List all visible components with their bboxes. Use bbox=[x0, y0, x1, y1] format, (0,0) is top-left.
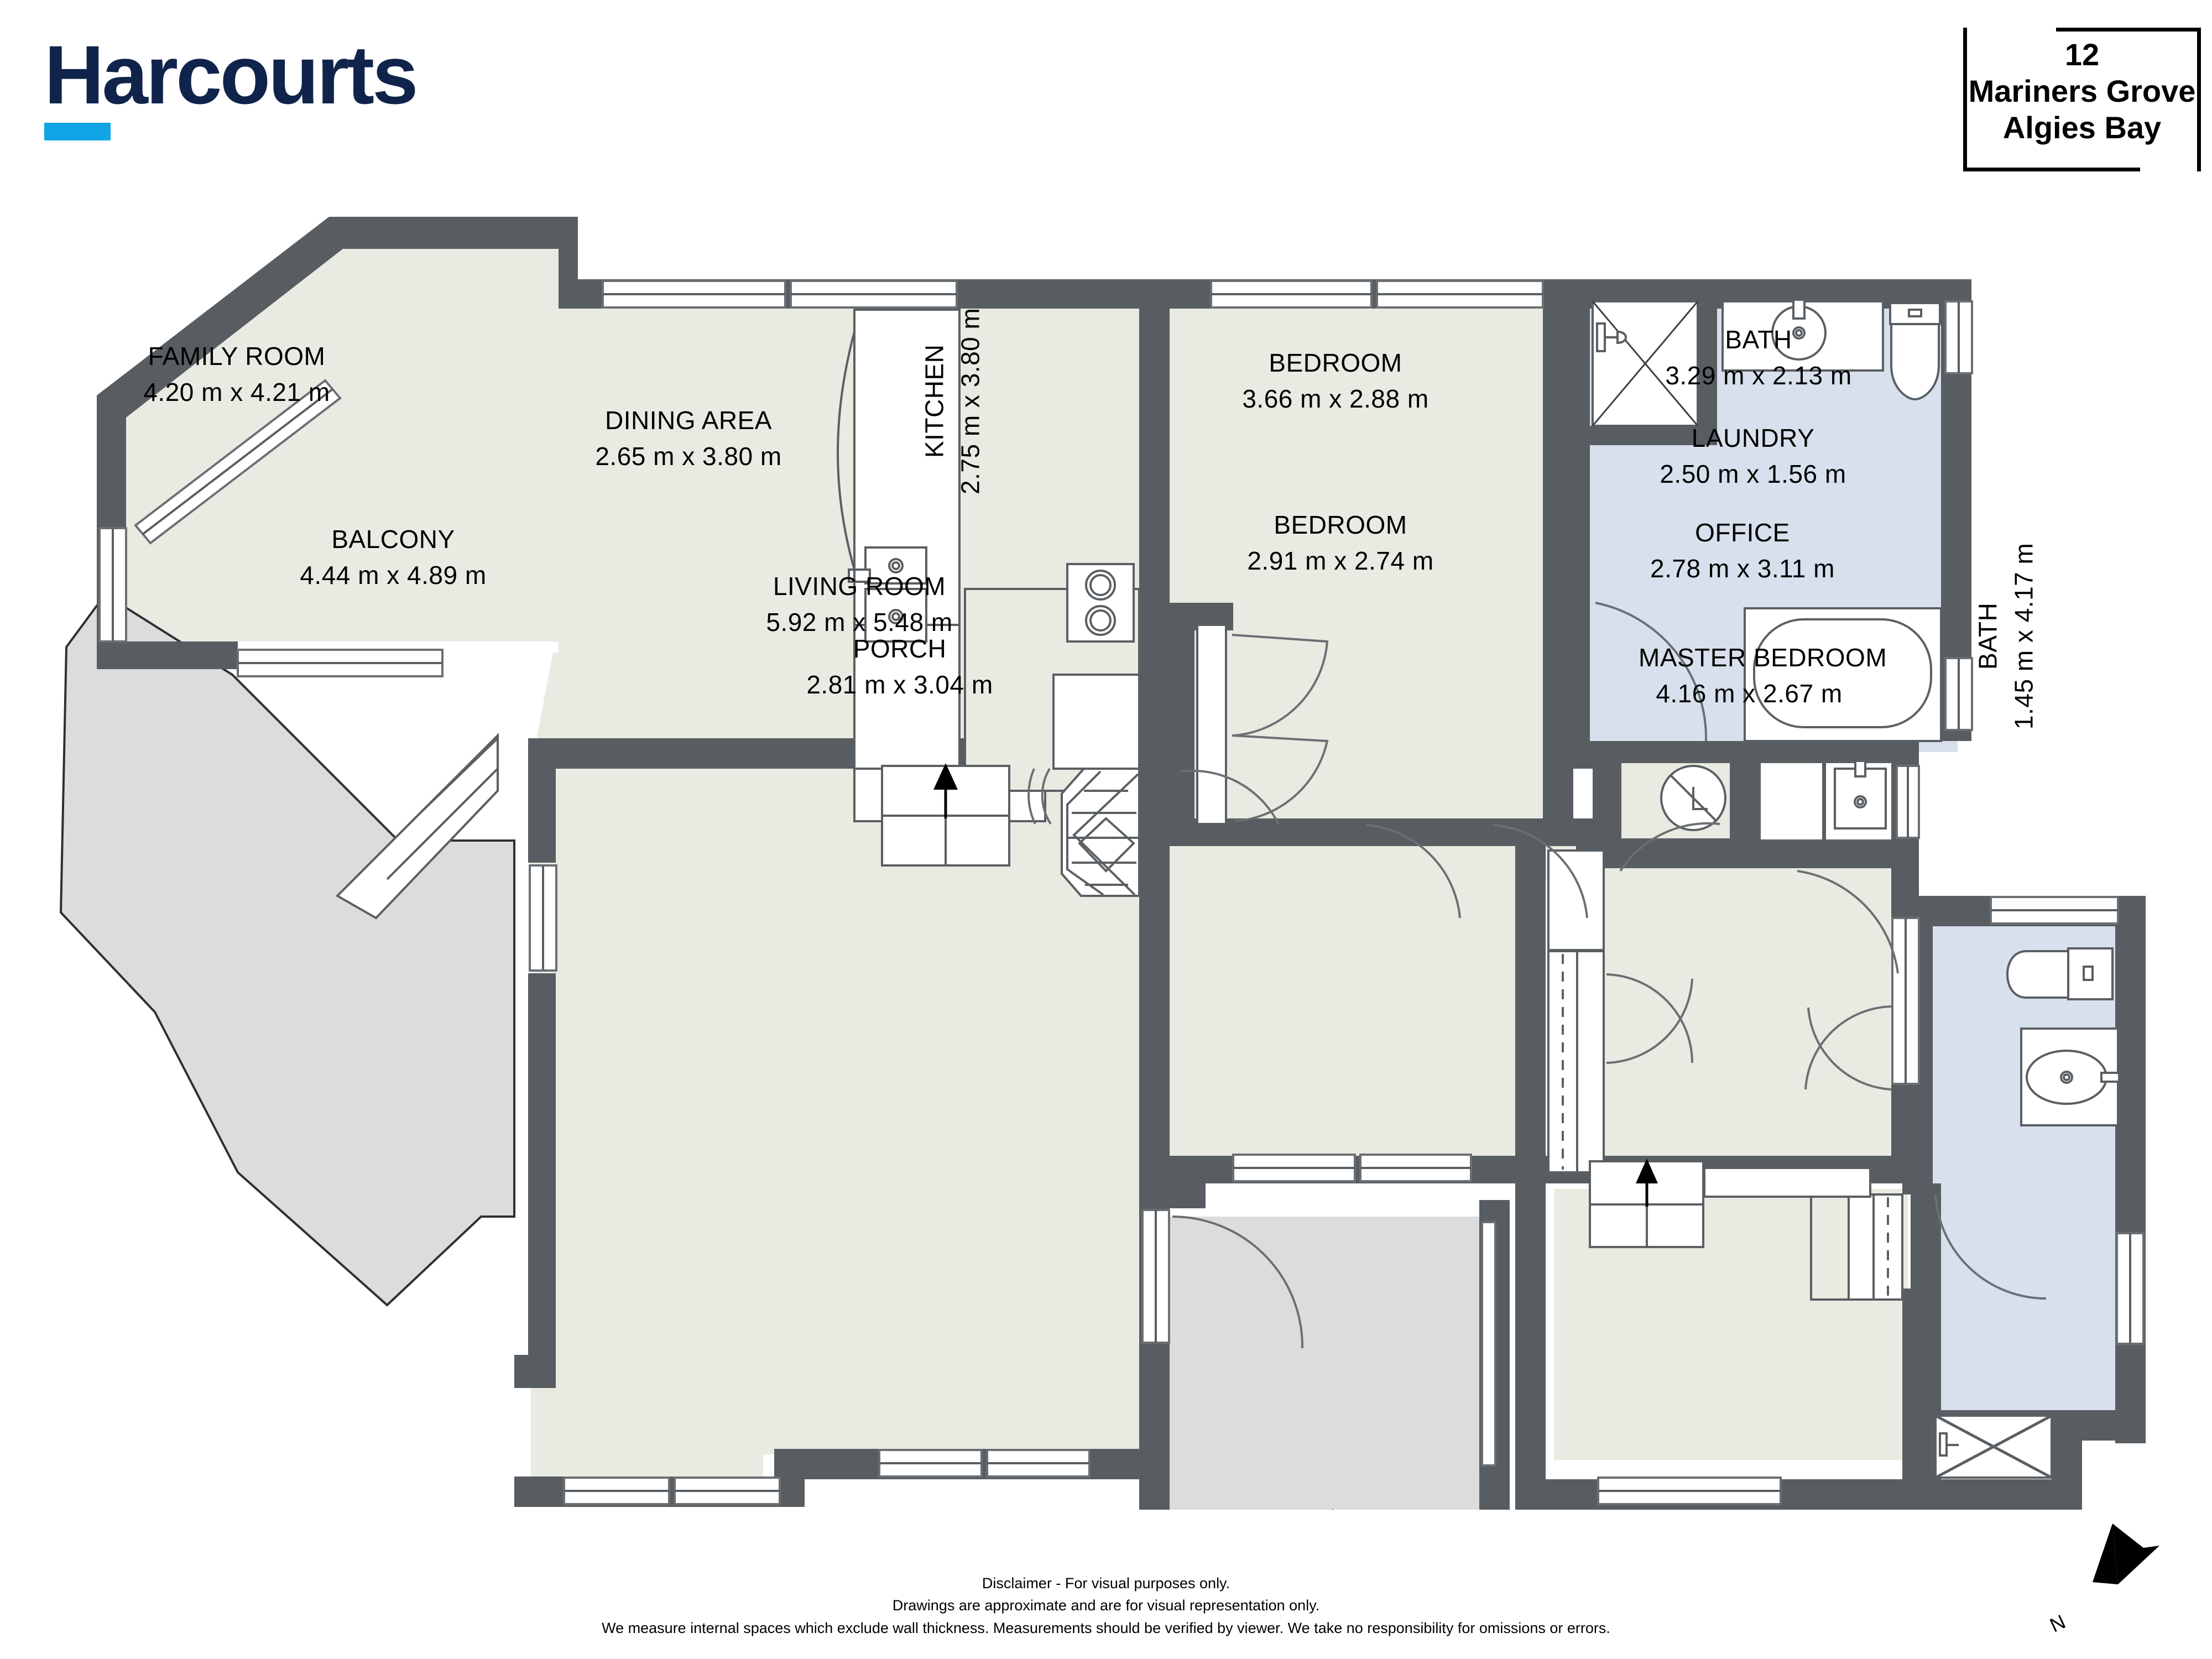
floor-plan-drawing: .flr-room { fill:#e9eae1; } .flr-wet { f… bbox=[59, 217, 2146, 1510]
property-suburb: Algies Bay bbox=[2002, 110, 2162, 145]
kitchen-fixtures bbox=[837, 309, 1140, 822]
laundry-fixtures bbox=[1619, 760, 1893, 842]
balcony-steps bbox=[335, 733, 499, 920]
north-arrow: N bbox=[2035, 1518, 2162, 1656]
bath-main-fixtures bbox=[1592, 299, 1942, 742]
floor-plan: .flr-room { fill:#e9eae1; } .flr-wet { f… bbox=[0, 182, 2212, 1510]
floor-fill-office bbox=[1565, 846, 1897, 1172]
balcony-outline bbox=[59, 593, 515, 1307]
wardrobes bbox=[1196, 624, 1903, 1301]
title-block-border-top bbox=[2056, 28, 2201, 32]
stair-symbols bbox=[881, 763, 1871, 1510]
door-swings bbox=[1027, 602, 2047, 1349]
disclaimer-line-2: Drawings are approximate and are for vis… bbox=[892, 1597, 1320, 1614]
disclaimer-line-1: Disclaimer - For visual purposes only. bbox=[982, 1574, 1230, 1592]
property-street: Mariners Grove bbox=[1968, 74, 2196, 109]
brand-accent-bar bbox=[44, 123, 111, 140]
title-block-border-left bbox=[1963, 28, 1967, 171]
disclaimer: Disclaimer - For visual purposes only. D… bbox=[0, 1572, 2212, 1640]
title-block: 12 Mariners Grove Algies Bay bbox=[1963, 22, 2201, 171]
disclaimer-line-3: We measure internal spaces which exclude… bbox=[602, 1619, 1610, 1636]
floor-fill-bedroom-1 bbox=[1150, 299, 1554, 818]
window-layer bbox=[98, 280, 2145, 1505]
floor-fill-porch bbox=[1161, 1217, 1504, 1510]
bath-ensuite-fixtures bbox=[1934, 947, 2120, 1479]
title-block-border-bottom bbox=[1963, 168, 2140, 171]
brand-logo: Harcourts bbox=[44, 33, 465, 140]
floor-fill-bedroom-2 bbox=[1150, 846, 1526, 1172]
brand-wordmark: Harcourts bbox=[44, 28, 419, 121]
title-block-border-right bbox=[2197, 28, 2201, 171]
north-arrow-icon bbox=[2093, 1524, 2159, 1584]
property-street-number: 12 bbox=[2064, 37, 2100, 72]
